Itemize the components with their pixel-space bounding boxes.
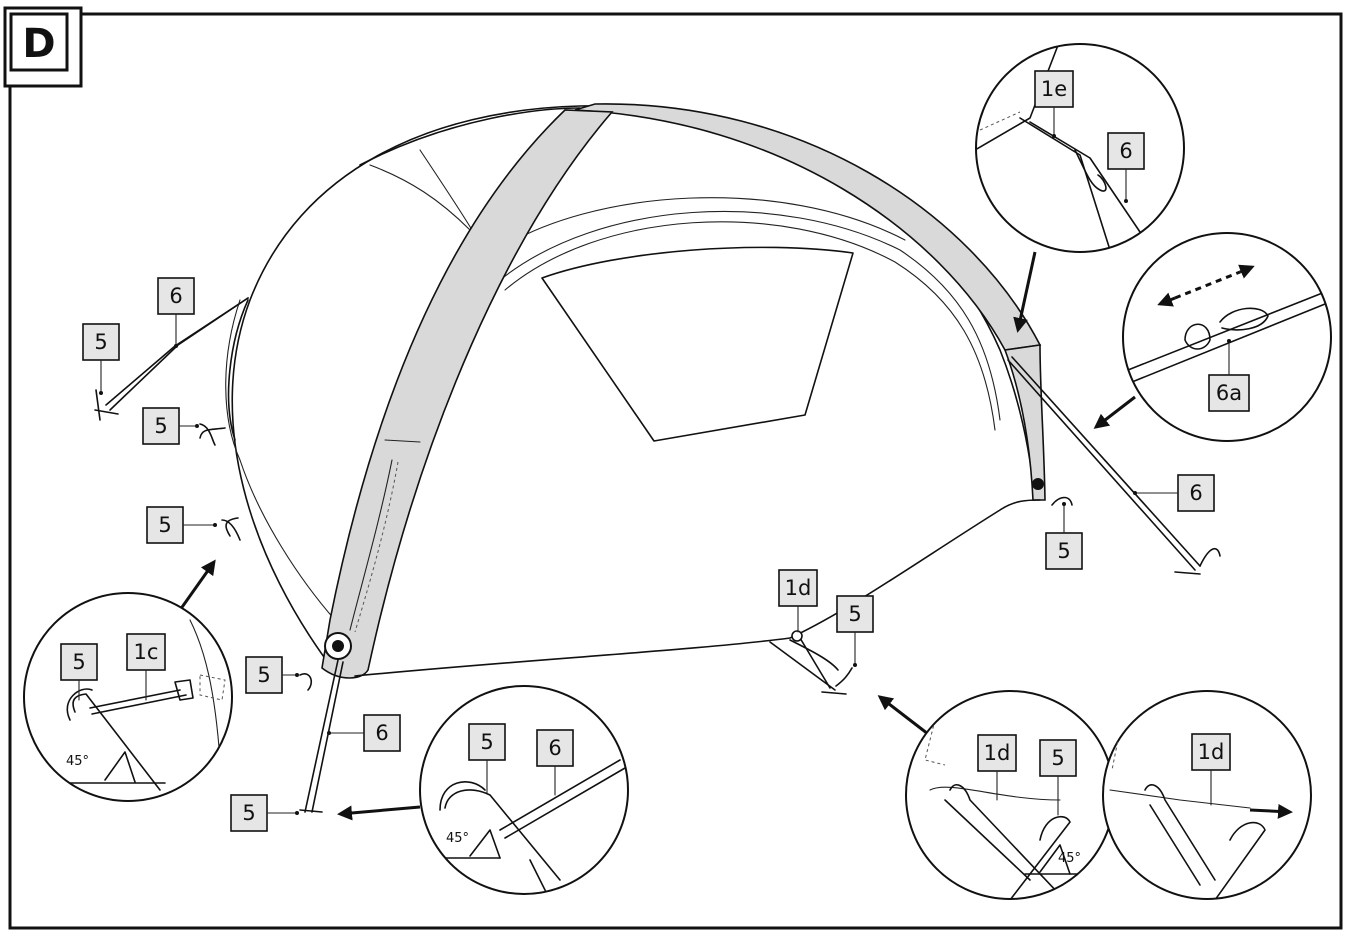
svg-text:6: 6 — [1189, 481, 1202, 505]
svg-text:6: 6 — [169, 284, 182, 308]
inset-midright-label-6a: 6a — [1208, 374, 1250, 412]
svg-text:5: 5 — [158, 513, 171, 537]
svg-text:5: 5 — [72, 650, 85, 674]
inset-br1-angle: 45° — [1058, 851, 1081, 866]
inset-bottomright-pull-1d: 1d — [1102, 690, 1312, 900]
label-5-topleft: 5 — [82, 323, 120, 361]
svg-text:6a: 6a — [1216, 381, 1242, 405]
inset-midright-tensioner-6a: 6a — [1122, 232, 1332, 442]
inset-br1-label-5: 5 — [1039, 739, 1077, 777]
label-5-front: 5 — [245, 656, 283, 694]
inset-topright-guy-1e: 1e 6 — [975, 43, 1185, 253]
svg-text:6: 6 — [375, 721, 388, 745]
panel-letter-text: D — [22, 21, 55, 67]
svg-text:6: 6 — [548, 736, 561, 760]
svg-text:5: 5 — [94, 330, 107, 354]
diagram-frame — [8, 12, 1343, 930]
inset-left-label-5: 5 — [60, 643, 98, 681]
svg-text:5: 5 — [242, 801, 255, 825]
inset-bottomright-strap-1d: 1d 5 45° — [905, 690, 1115, 900]
label-5-bottom: 5 — [230, 794, 268, 832]
inset-br2-label-1d: 1d — [1191, 733, 1231, 771]
panel-letter: D — [3, 6, 83, 88]
inset-bottom-label-6: 6 — [536, 729, 574, 767]
inset-bottom-stake: 5 6 45° — [419, 685, 629, 895]
label-6-right: 6 — [1177, 474, 1215, 512]
svg-text:1d: 1d — [1198, 740, 1225, 764]
inset-topright-label-1e: 1e — [1034, 70, 1074, 108]
svg-text:1d: 1d — [785, 576, 812, 600]
svg-text:5: 5 — [1051, 746, 1064, 770]
svg-text:5: 5 — [154, 414, 167, 438]
right-pole-end — [1032, 478, 1044, 490]
label-5-left2: 5 — [146, 506, 184, 544]
label-5-right: 5 — [1045, 532, 1083, 570]
inset-topright-label-6: 6 — [1107, 132, 1145, 170]
label-5-left1: 5 — [142, 407, 180, 445]
inset-bottom-label-5: 5 — [468, 723, 506, 761]
svg-text:1c: 1c — [134, 640, 159, 664]
inset-left-stake-1c: 5 1c 45° — [23, 592, 233, 802]
label-5-mid: 5 — [836, 595, 874, 633]
tent-body — [94, 103, 1221, 813]
svg-text:1e: 1e — [1041, 77, 1067, 101]
svg-text:5: 5 — [480, 730, 493, 754]
inset-br1-label-1d: 1d — [977, 734, 1017, 772]
svg-text:5: 5 — [1057, 539, 1070, 563]
main-labels: 6 5 5 5 5 6 5 1d 5 5 6 — [82, 277, 1215, 832]
inset-left-label-1c: 1c — [126, 633, 166, 671]
label-6-topleft: 6 — [157, 277, 195, 315]
svg-text:5: 5 — [257, 663, 270, 687]
svg-text:5: 5 — [848, 602, 861, 626]
svg-text:1d: 1d — [984, 741, 1011, 765]
label-6-front: 6 — [363, 714, 401, 752]
inset-bottom-angle: 45° — [446, 831, 469, 846]
pointer-arrows — [178, 251, 1136, 821]
svg-text:6: 6 — [1119, 139, 1132, 163]
inset-left-angle: 45° — [66, 754, 89, 769]
label-1d-mid: 1d — [778, 569, 818, 607]
